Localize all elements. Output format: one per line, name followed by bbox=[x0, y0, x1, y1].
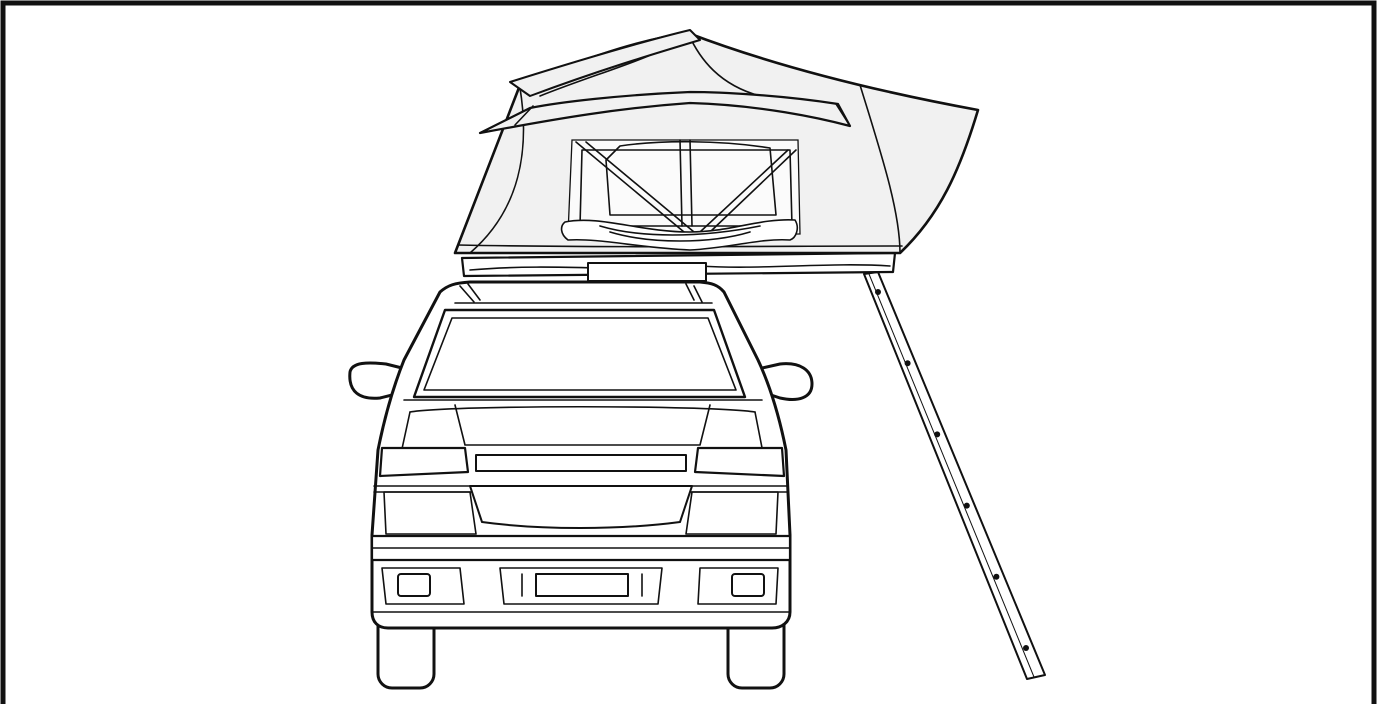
left-foglight bbox=[397, 573, 431, 597]
lower-grille bbox=[469, 485, 693, 529]
windshield bbox=[412, 308, 747, 399]
ladder-rungs bbox=[875, 289, 1029, 651]
ladder-rung bbox=[993, 573, 1000, 580]
license-plate bbox=[535, 573, 629, 597]
ladder bbox=[863, 271, 1046, 680]
right-mirror bbox=[760, 362, 814, 401]
suv bbox=[348, 280, 814, 690]
tent-bracket bbox=[587, 262, 707, 282]
ladder-rung bbox=[904, 360, 911, 367]
right-headlight bbox=[693, 446, 786, 478]
ladder-rung bbox=[1023, 645, 1029, 651]
tent-window bbox=[567, 139, 801, 235]
rooftop-tent bbox=[453, 29, 980, 282]
left-headlight bbox=[378, 446, 470, 478]
upper-grille bbox=[475, 454, 687, 472]
right-foglight bbox=[731, 573, 765, 597]
ladder-rung bbox=[934, 431, 941, 438]
ladder-rung bbox=[875, 289, 881, 295]
ladder-rung bbox=[963, 502, 970, 509]
